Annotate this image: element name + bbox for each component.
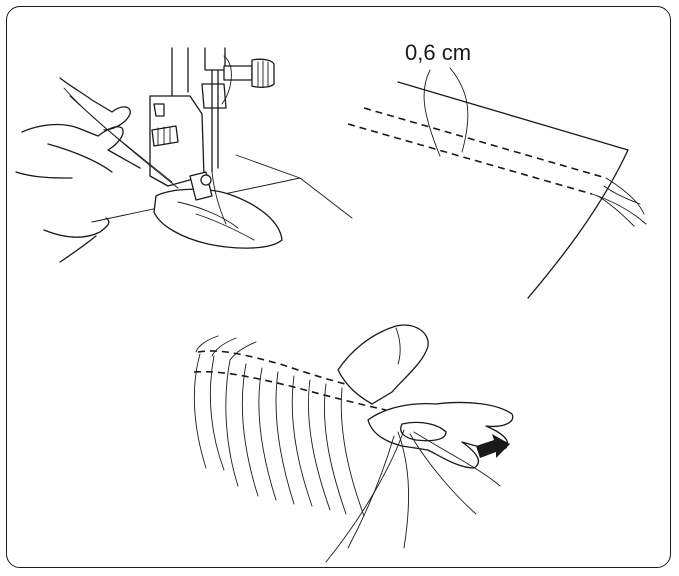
- pulled-thread-2: [326, 430, 404, 562]
- measure-bracket-left: [424, 70, 440, 156]
- fabric-top-edge: [398, 82, 628, 150]
- presser-foot-sole: [154, 189, 282, 248]
- foot-screw: [152, 126, 178, 146]
- foot-pivot: [201, 175, 211, 185]
- basting-row-2: [364, 108, 606, 178]
- fabric-edge-top: [236, 155, 300, 178]
- needle-clamp: [205, 48, 225, 70]
- fold-8: [308, 380, 330, 510]
- hand-thumb: [16, 172, 72, 178]
- fabric-right-edge: [528, 150, 628, 298]
- fold-top-1: [196, 336, 218, 352]
- fold-9: [324, 384, 346, 514]
- thread-guide: [202, 84, 226, 108]
- fold-6: [276, 372, 294, 504]
- pulled-thread-1: [398, 432, 409, 548]
- thread-tail-1: [592, 194, 646, 224]
- screw-shaft: [224, 66, 252, 80]
- fold-5: [259, 368, 276, 500]
- hand-index-finger: [60, 78, 130, 130]
- basting-rows-panel: [348, 68, 646, 298]
- sewing-machine-foot-panel: [16, 48, 352, 262]
- lower-hand-2: [60, 236, 96, 262]
- measure-bracket-right: [450, 68, 468, 152]
- measurement-label: 0,6 cm: [405, 40, 471, 66]
- gathering-panel: [194, 325, 513, 562]
- hand-palm-line: [48, 144, 112, 172]
- fold-10: [341, 388, 364, 516]
- fold-4: [242, 364, 258, 496]
- fold-top-2: [212, 338, 236, 356]
- hand-upper-finger: [22, 125, 140, 168]
- pulled-thread-5: [348, 436, 394, 548]
- fold-3: [226, 360, 238, 486]
- basting-row-1: [348, 124, 592, 194]
- thumb: [338, 325, 428, 404]
